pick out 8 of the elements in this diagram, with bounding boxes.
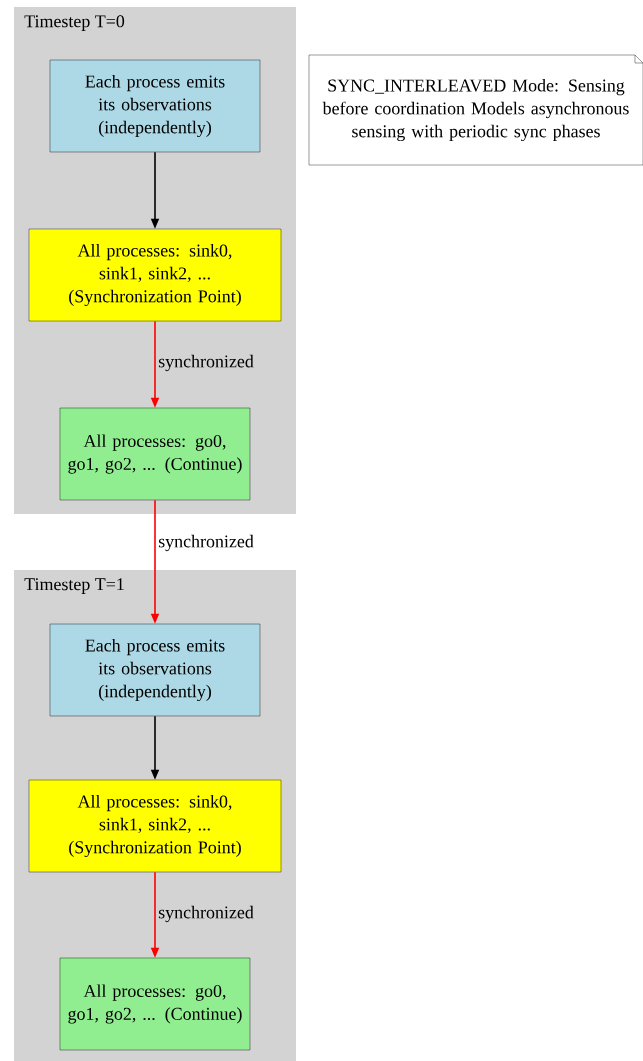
process-box: All processes: go0, go1, go2, ... (Continue)	[59, 957, 251, 1051]
edge-label: synchronized	[157, 533, 255, 553]
process-box: Each process emits its observations (independently)	[49, 59, 261, 153]
process-box: All processes: sink0, sink1, sink2, ... (Synchronization Point)	[28, 779, 282, 873]
process-box: Each process emits its observations (independently)	[49, 623, 261, 717]
note-box: SYNC_INTERLEAVED Mode: Sensing before coordination Models asynchronous sensing with periodic sync phases	[308, 54, 643, 166]
process-box: All processes: go0, go1, go2, ... (Continue)	[59, 407, 251, 501]
process-box: All processes: sink0, sink1, sink2, ... (Synchronization Point)	[28, 228, 282, 322]
